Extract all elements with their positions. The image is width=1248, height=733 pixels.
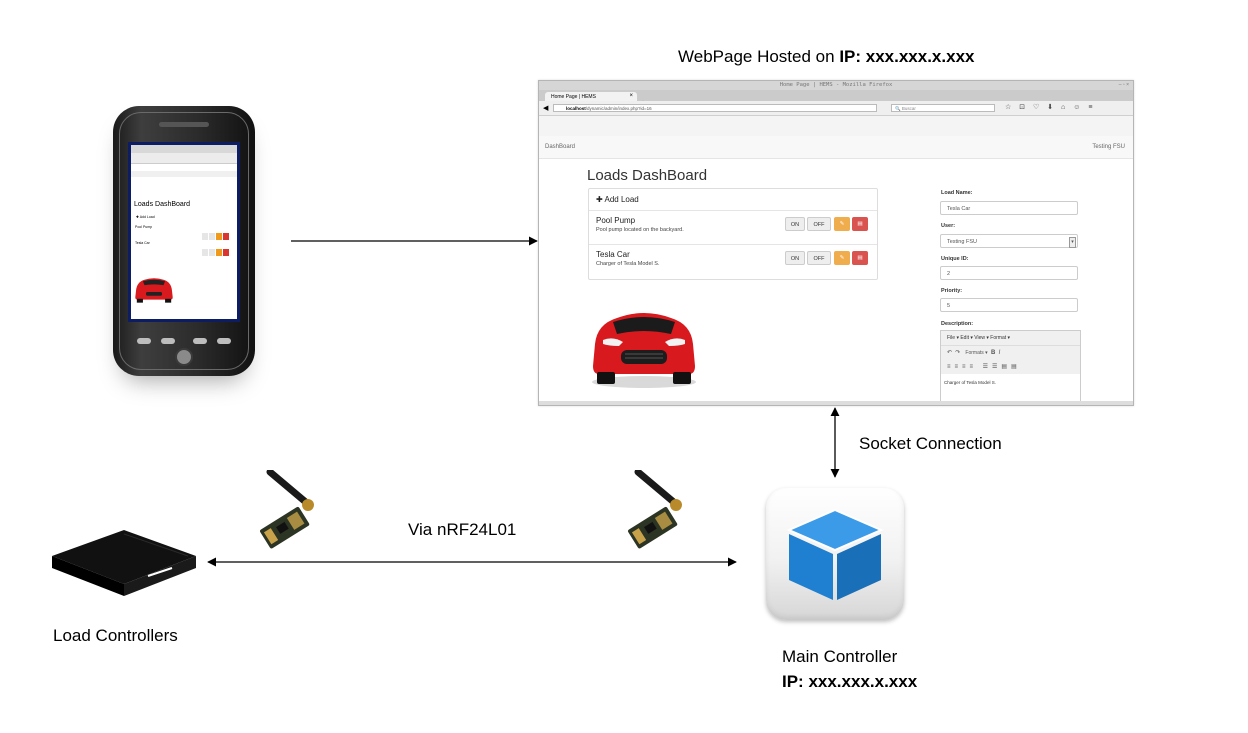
editor-formats-dropdown[interactable]: Formats ▾ — [965, 350, 988, 356]
loads-panel: ✚ Add Load Pool Pump Pool pump located o… — [588, 188, 878, 280]
load-name: Tesla Car — [596, 250, 630, 259]
description-editor[interactable]: File ▾ Edit ▾ View ▾ Format ▾ ↶ ↷ Format… — [940, 330, 1081, 404]
browser-titlebar: Home Page | HEMS - Mozilla Firefox – ▫ × — [539, 81, 1133, 90]
load-name-label: Load Name: — [941, 190, 973, 196]
phone-load-buttons — [201, 243, 235, 256]
search-input[interactable]: 🔍 Buscar — [891, 104, 995, 112]
browser-toolbar-icons[interactable]: ☆ ⊡ ♡ ⬇ ⌂ ☺ ≡ — [1005, 104, 1096, 111]
browser-tab[interactable]: Home Page | HEMS × — [545, 92, 637, 101]
phone-add-load: ✚ Add Load — [136, 215, 155, 219]
nrf24l01-module-icon — [628, 470, 682, 549]
horizontal-scrollbar[interactable] — [539, 401, 1133, 405]
url-path: /dynamic/admin/index.php?id=16 — [585, 106, 652, 111]
phone-browser-titlebar — [131, 145, 237, 153]
editor-menubar[interactable]: File ▾ Edit ▾ View ▾ Format ▾ — [941, 331, 1080, 346]
add-load-label: Add Load — [604, 195, 639, 204]
off-button[interactable]: OFF — [807, 217, 831, 231]
phone-browser-navbar — [131, 171, 237, 177]
on-button[interactable]: ON — [785, 251, 805, 265]
unique-id-label: Unique ID: — [941, 256, 969, 262]
align-list-icons[interactable]: ≡≡≡≡ ☰☰▤▤ — [947, 364, 1021, 370]
smartphone: Loads DashBoard ✚ Add Load Pool Pump Tes… — [113, 106, 255, 376]
user-label: User: — [941, 223, 956, 229]
phone-load-name: Tesla Car — [135, 241, 150, 245]
site-user-link[interactable]: Testing FSU — [1092, 144, 1125, 150]
editor-align-toolbar[interactable]: ≡≡≡≡ ☰☰▤▤ — [941, 360, 1080, 374]
phone-nav-button — [161, 338, 175, 344]
phone-load-buttons — [201, 227, 235, 240]
phone-dashboard-title: Loads DashBoard — [134, 201, 191, 208]
nrf24l01-module-icon — [260, 470, 314, 549]
webpage-caption: WebPage Hosted on IP: xxx.xxx.x.xxx — [678, 47, 974, 67]
load-row: Pool Pump Pool pump located on the backy… — [589, 210, 877, 244]
load-controllers-label: Load Controllers — [53, 626, 178, 645]
load-name: Pool Pump — [596, 216, 636, 225]
main-controller-icon — [766, 488, 904, 620]
editor-content[interactable]: Charger of Tesla Model S. — [944, 380, 996, 385]
search-placeholder: Buscar — [901, 106, 916, 111]
load-description: Charger of Tesla Model S. — [596, 261, 660, 267]
load-name-field[interactable]: Tesla Car — [940, 201, 1078, 215]
close-tab-icon[interactable]: × — [629, 93, 633, 99]
webpage-caption-prefix: WebPage Hosted on — [678, 47, 835, 66]
load-row: Tesla Car Charger of Tesla Model S. ON O… — [589, 244, 877, 278]
phone-home-button — [175, 348, 193, 366]
unique-id-field[interactable]: 2 — [940, 266, 1078, 280]
description-label: Description: — [941, 321, 974, 327]
priority-field[interactable]: 5 — [940, 298, 1078, 312]
add-load-button[interactable]: ✚ Add Load — [596, 195, 639, 204]
edit-icon[interactable]: ✎ — [834, 217, 850, 231]
browser-tab-title: Home Page | HEMS — [551, 94, 596, 100]
phone-screen: Loads DashBoard ✚ Add Load Pool Pump Tes… — [128, 142, 240, 322]
user-select-value: Testing FSU — [947, 239, 977, 245]
phone-nav-button — [193, 338, 207, 344]
chevron-down-icon[interactable]: ▾ — [1069, 237, 1076, 248]
phone-load-row: Pool Pump — [135, 225, 235, 240]
browser-content-gap — [539, 116, 1133, 136]
delete-icon[interactable]: ▤ — [852, 217, 868, 231]
socket-connection-label: Socket Connection — [859, 434, 1002, 453]
phone-load-name: Pool Pump — [135, 225, 153, 229]
url-host: localhost — [566, 106, 586, 111]
browser-window-title: Home Page | HEMS - Mozilla Firefox — [779, 82, 893, 88]
phone-load-row: Tesla Car — [135, 241, 235, 256]
delete-icon[interactable]: ▤ — [852, 251, 868, 265]
car-image — [589, 286, 699, 392]
radio-link-label: Via nRF24L01 — [408, 520, 517, 539]
site-brand-link[interactable]: DashBoard — [545, 144, 576, 150]
phone-nav-button — [137, 338, 151, 344]
phone-rim — [119, 112, 249, 370]
load-description: Pool pump located on the backyard. — [596, 227, 684, 233]
editor-toolbar[interactable]: ↶ ↷ Formats ▾ B I — [941, 346, 1080, 360]
webpage-caption-ip: IP: xxx.xxx.x.xxx — [839, 47, 975, 66]
italic-icon[interactable]: I — [998, 350, 1001, 356]
off-button[interactable]: OFF — [807, 251, 831, 265]
cube-icon — [786, 508, 884, 600]
plus-icon: ✚ — [596, 195, 603, 204]
window-controls-icon[interactable]: – ▫ × — [1118, 82, 1129, 88]
browser-navbar: ◀ localhost/dynamic/admin/index.php?id=1… — [539, 101, 1133, 116]
main-controller-label: Main Controller — [782, 647, 898, 666]
phone-speaker — [159, 122, 209, 127]
main-controller-ip: IP: xxx.xxx.x.xxx — [782, 672, 918, 691]
phone-browser-urlbar — [131, 153, 237, 164]
load-controller-icon — [52, 530, 196, 596]
phone-nav-button — [217, 338, 231, 344]
bold-icon[interactable]: B — [990, 350, 996, 356]
site-navbar: DashBoard Testing FSU — [539, 136, 1133, 159]
user-select[interactable]: Testing FSU ▾ — [940, 234, 1078, 248]
browser-tabstrip: Home Page | HEMS × + — [539, 90, 1133, 107]
page-title: Loads DashBoard — [587, 167, 708, 184]
editor-menu-items[interactable]: File ▾ Edit ▾ View ▾ Format ▾ — [947, 335, 1011, 341]
priority-label: Priority: — [941, 288, 963, 294]
browser-window: Home Page | HEMS - Mozilla Firefox – ▫ ×… — [538, 80, 1134, 406]
on-button[interactable]: ON — [785, 217, 805, 231]
back-arrow-icon[interactable]: ◀ — [543, 105, 549, 112]
phone-car-image — [133, 263, 175, 311]
edit-icon[interactable]: ✎ — [834, 251, 850, 265]
undo-redo-icons[interactable]: ↶ ↷ — [947, 350, 964, 356]
url-bar[interactable]: localhost/dynamic/admin/index.php?id=16 — [553, 104, 877, 112]
